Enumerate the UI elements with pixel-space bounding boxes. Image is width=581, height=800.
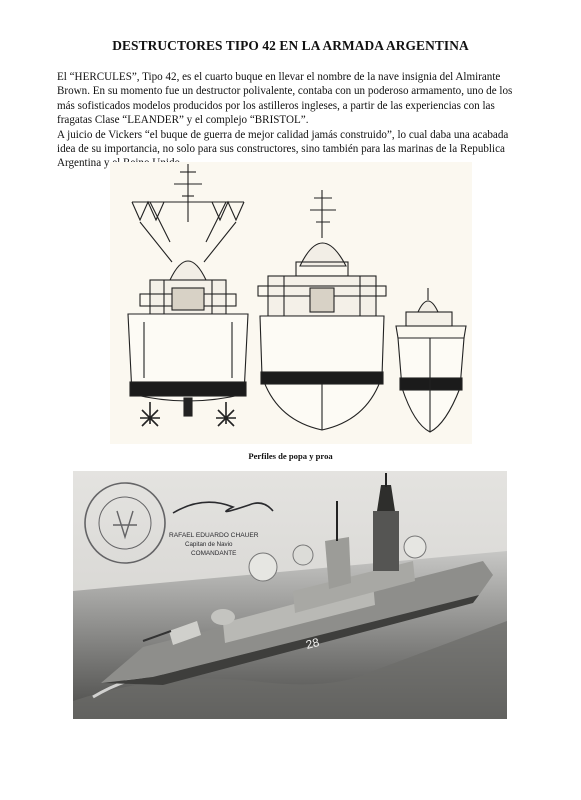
- signature-name: RAFAEL EDUARDO CHAUER: [169, 532, 259, 539]
- section-profile: [257, 190, 387, 431]
- signature-role: COMANDANTE: [191, 550, 236, 557]
- paragraph-vickers: A juicio de Vickers “el buque de guerra …: [57, 128, 509, 170]
- destroyer-photo: 28 RAFAEL EDUARDO CHAUER Capitan de Navi…: [73, 471, 507, 719]
- hull-number: 28: [304, 635, 321, 652]
- navy-stamp: [84, 482, 166, 564]
- commander-signature: RAFAEL EDUARDO CHAUER Capitan de Navio C…: [169, 501, 274, 557]
- drawing-caption: Perfiles de popa y proa: [248, 451, 333, 461]
- paragraph-intro: El “HERCULES”, Tipo 42, es el cuarto buq…: [57, 71, 513, 127]
- stern-profile: [127, 164, 249, 427]
- bow-profile: [395, 288, 467, 433]
- page-title: DESTRUCTORES TIPO 42 EN LA ARMADA ARGENT…: [112, 38, 469, 53]
- body-text: El “HERCULES”, Tipo 42, es el cuarto buq…: [57, 70, 529, 171]
- signature-rank: Capitan de Navio: [185, 541, 233, 548]
- ship-profiles-drawing: [110, 162, 472, 444]
